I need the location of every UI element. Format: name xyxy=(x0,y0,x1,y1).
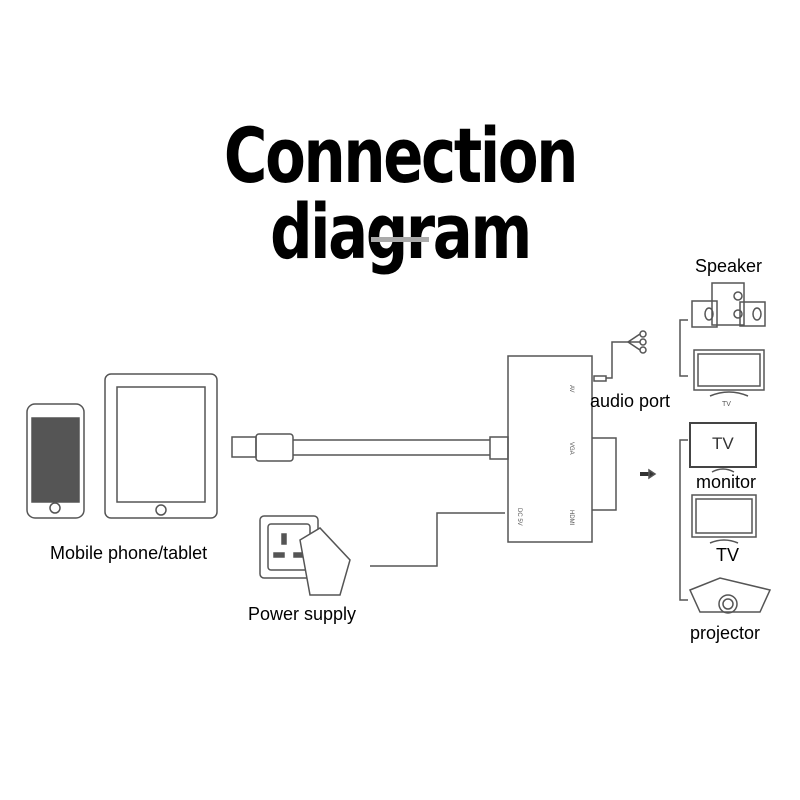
audio-cable xyxy=(593,330,647,382)
speaker-icon xyxy=(691,282,766,328)
phone-icon xyxy=(26,403,85,519)
port-dc-label: DC 5V xyxy=(516,508,522,526)
tablet-icon xyxy=(104,373,218,519)
tv-icon-audio xyxy=(693,349,765,397)
monitor-label: monitor xyxy=(696,472,757,492)
tv-icon xyxy=(691,494,757,544)
power-supply-label: Power supply xyxy=(248,604,357,624)
video-cable xyxy=(592,437,617,511)
page-title: Connection diagram xyxy=(223,111,579,276)
projector-icon xyxy=(688,577,772,614)
tv-label: TV xyxy=(716,545,740,565)
lightning-cable xyxy=(231,433,509,462)
port-av-label: AV xyxy=(568,385,574,393)
monitor-icon xyxy=(689,422,757,473)
mobile-label: Mobile phone/tablet xyxy=(50,543,208,563)
speaker-label: Speaker xyxy=(695,256,763,276)
power-plug-icon xyxy=(259,515,351,596)
power-cable xyxy=(370,512,505,567)
monitor-screen-text: TV xyxy=(712,434,734,453)
audio-port-label: audio port xyxy=(590,391,671,411)
projector-label: projector xyxy=(690,623,761,643)
divider xyxy=(371,237,429,242)
tv-small-label: TV xyxy=(722,401,731,408)
port-vga-label: VGA xyxy=(568,442,574,455)
audio-bracket xyxy=(679,319,688,377)
adapter-hub-icon: AV VGA HDMI DC 5V xyxy=(507,355,593,543)
port-hdmi-label: HDMI xyxy=(568,510,574,526)
video-bracket xyxy=(679,439,688,601)
